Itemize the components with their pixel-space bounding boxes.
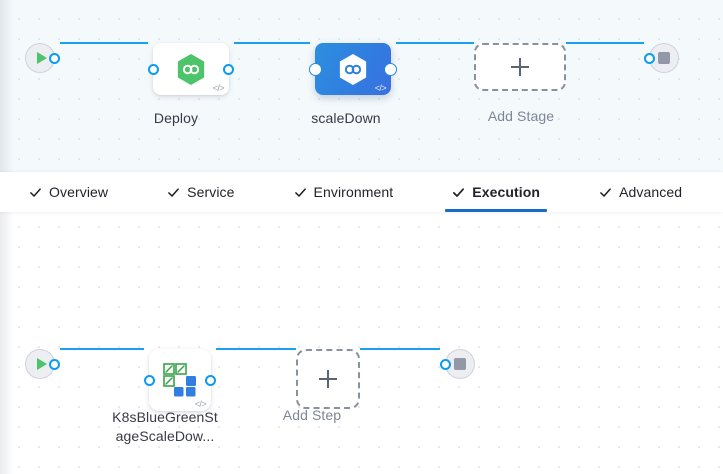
connector-step-to-addstep	[216, 348, 296, 350]
tab-service[interactable]: Service	[160, 172, 241, 212]
tab-label: Execution	[472, 184, 541, 200]
check-icon	[294, 187, 306, 197]
end-input-port[interactable]	[644, 52, 655, 64]
play-icon	[36, 358, 47, 370]
tab-environment[interactable]: Environment	[287, 172, 401, 212]
add-stage-button[interactable]	[474, 43, 566, 91]
start-output-port[interactable]	[49, 52, 60, 64]
execution-end-input-port[interactable]	[440, 358, 451, 370]
plus-icon	[319, 370, 337, 388]
stage-node-scaledown[interactable]: </>	[315, 43, 391, 95]
step-k8s-group: </>	[144, 349, 216, 411]
harness-hexagon-white-icon	[339, 53, 367, 85]
connector-start-to-step	[60, 348, 144, 350]
tab-label: Environment	[313, 184, 394, 200]
connector-addstage-to-end	[566, 42, 644, 44]
connector-start-to-deploy	[60, 42, 148, 44]
scaledown-output-port[interactable]	[385, 63, 396, 75]
check-icon	[30, 187, 41, 197]
add-stage-label: Add Stage	[487, 108, 555, 124]
stop-icon	[658, 52, 670, 64]
stage-scaledown-group: </>	[310, 43, 396, 95]
step-label-line2: ageScaleDow...	[115, 428, 215, 444]
stage-label-scaledown: scaleDown	[311, 110, 381, 126]
check-icon	[600, 187, 611, 197]
play-icon	[36, 52, 47, 64]
tab-label: Overview	[49, 184, 109, 200]
stage-end-group	[644, 43, 679, 73]
check-icon	[168, 187, 180, 197]
kubernetes-scale-icon	[163, 363, 196, 397]
tab-advanced[interactable]: Advanced	[592, 172, 689, 212]
stage-start-group	[25, 43, 60, 73]
plus-icon	[511, 58, 529, 76]
execution-start-output-port[interactable]	[49, 358, 60, 370]
step-label-k8s-bluegreen-scaledown: K8sBlueGreenSt ageScaleDow...	[105, 408, 225, 446]
step-output-port[interactable]	[205, 374, 216, 386]
tab-execution[interactable]: Execution	[445, 172, 548, 212]
deploy-output-port[interactable]	[223, 63, 234, 75]
tab-label: Service	[187, 184, 235, 200]
execution-steps-canvas[interactable]: </> K8sBlueGreenSt ageScaleDow... Add	[0, 212, 723, 474]
connector-deploy-to-scaledown	[234, 42, 310, 44]
stage-canvas[interactable]: </> </>	[0, 0, 723, 172]
tab-active-underline	[445, 209, 548, 212]
step-end-group	[440, 349, 475, 379]
step-input-port[interactable]	[144, 374, 155, 386]
stage-deploy-group: </>	[148, 43, 234, 95]
stage-node-deploy[interactable]: </>	[153, 43, 229, 95]
add-step-button[interactable]	[296, 349, 360, 409]
code-glyph-icon: </>	[374, 83, 387, 93]
stage-config-tabbar: Overview Service Environment Execution	[0, 172, 723, 212]
step-node-k8s-bluegreen-scaledown[interactable]: </>	[149, 349, 211, 411]
stop-icon	[454, 358, 466, 370]
step-start-group	[25, 349, 60, 379]
tab-label: Advanced	[619, 184, 683, 200]
connector-addstep-to-end	[360, 348, 440, 350]
scaledown-input-port[interactable]	[310, 63, 321, 75]
deploy-input-port[interactable]	[148, 63, 159, 75]
connector-scaledown-to-addstage	[396, 42, 474, 44]
stage-label-deploy: Deploy	[153, 110, 199, 126]
check-icon	[453, 187, 465, 197]
code-glyph-icon: </>	[212, 83, 225, 93]
code-glyph-icon: </>	[194, 399, 207, 409]
harness-hexagon-green-icon	[177, 53, 205, 85]
tab-overview[interactable]: Overview	[22, 172, 115, 212]
